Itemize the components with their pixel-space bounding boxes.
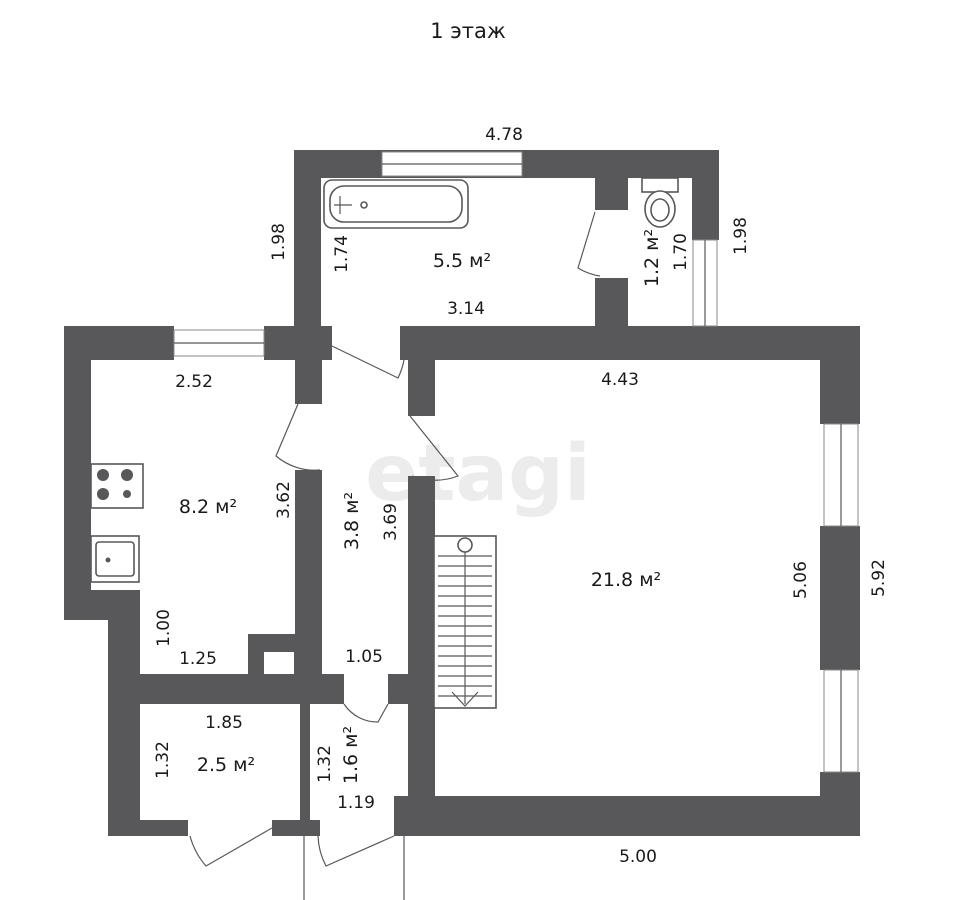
dim-bath-bottom: 3.14 <box>447 299 485 319</box>
dim-toilet-outer: 1.98 <box>731 217 751 255</box>
dim-storage-top: 1.85 <box>205 713 243 733</box>
dim-kitchen-top: 2.52 <box>175 372 213 392</box>
dim-kitchen-bottom: 1.25 <box>179 649 217 669</box>
storage-area-label: 2.5 м² <box>197 754 255 776</box>
dim-hall-width: 1.05 <box>345 647 383 667</box>
living-room-area-label: 21.8 м² <box>591 569 661 591</box>
hallway-area-label: 3.8 м² <box>341 492 363 550</box>
kitchen-area-label: 8.2 м² <box>179 496 237 518</box>
floor-title: 1 этаж <box>430 19 506 43</box>
doors <box>189 211 601 867</box>
walls <box>64 150 860 836</box>
room-labels: 5.5 м² 1.2 м² 8.2 м² 3.8 м² 21.8 м² 2.5 … <box>179 229 663 784</box>
dim-kitchen-right: 3.62 <box>274 481 294 519</box>
dim-bath-outer-left: 1.98 <box>269 223 289 261</box>
watermark-logo: etagi <box>365 429 590 519</box>
dim-bath-top: 4.78 <box>485 125 523 145</box>
dim-storage-left: 1.32 <box>153 741 173 779</box>
dim-kitchen-step: 1.00 <box>154 609 174 647</box>
dim-bath-inner-left: 1.74 <box>332 235 352 273</box>
toilet-icon <box>641 177 679 228</box>
dim-vestibule-bottom: 1.19 <box>337 793 375 813</box>
dim-living-inner-right: 5.06 <box>791 561 811 599</box>
sink-icon <box>90 535 140 583</box>
dim-living-outer-right: 5.92 <box>869 559 889 597</box>
toilet-area-label: 1.2 м² <box>641 229 663 287</box>
stove-icon <box>90 463 144 509</box>
windows <box>173 151 859 900</box>
dimension-labels: 4.78 1.98 1.74 3.14 1.70 1.98 2.52 3.62 … <box>153 125 889 867</box>
staircase-icon <box>433 535 497 709</box>
vestibule-area-label: 1.6 м² <box>340 726 362 784</box>
dim-living-top: 4.43 <box>601 370 639 390</box>
dim-living-bottom: 5.00 <box>619 847 657 867</box>
bathroom-area-label: 5.5 м² <box>433 250 491 272</box>
dim-hall-length: 3.69 <box>381 503 401 541</box>
bathtub-icon <box>323 179 469 229</box>
dim-vestibule-left: 1.32 <box>315 745 335 783</box>
dim-toilet-inner: 1.70 <box>671 233 691 271</box>
